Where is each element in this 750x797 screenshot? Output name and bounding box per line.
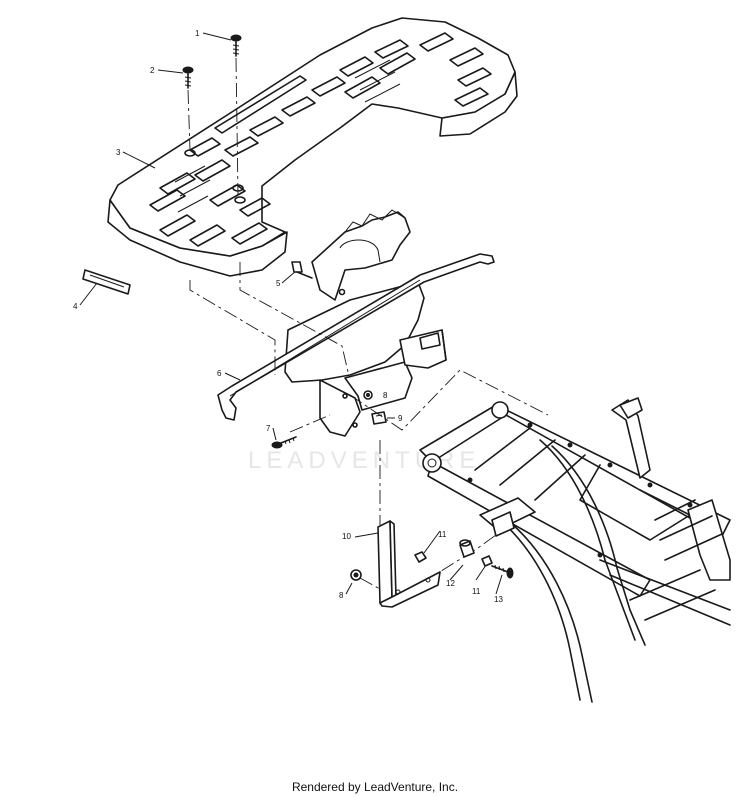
callout-labels: 1 2 3 4 5 6 7 8 9 10 8 11 12 11 13 — [73, 29, 503, 604]
rear-rack[interactable] — [107, 17, 518, 277]
callout-11-right: 11 — [472, 587, 481, 596]
nut-11-left[interactable] — [414, 551, 427, 563]
callout-4: 4 — [73, 302, 78, 311]
footer-credit: Rendered by LeadVenture, Inc. — [291, 780, 459, 794]
callout-6: 6 — [217, 369, 222, 378]
callout-7: 7 — [266, 424, 271, 433]
callout-12: 12 — [446, 579, 455, 588]
screw-13[interactable] — [491, 564, 514, 579]
rear-fender-panel[interactable] — [311, 209, 411, 301]
callout-leaders — [79, 32, 503, 595]
atv-frame[interactable] — [419, 397, 731, 703]
nut-8-upper[interactable] — [363, 390, 373, 400]
callout-11-left: 11 — [438, 530, 447, 539]
rack-support-bracket[interactable] — [284, 281, 447, 437]
screw-2-centerline — [187, 89, 191, 151]
callout-10: 10 — [342, 532, 351, 541]
spacer-12[interactable] — [459, 539, 475, 558]
screw-2[interactable] — [182, 66, 194, 89]
support-bracket-10[interactable] — [377, 520, 441, 608]
callout-5: 5 — [276, 279, 281, 288]
callout-3: 3 — [116, 148, 121, 157]
screw-7[interactable] — [271, 436, 297, 449]
callout-2: 2 — [150, 66, 155, 75]
callout-8-lower: 8 — [339, 591, 344, 600]
callout-1: 1 — [195, 29, 200, 38]
callout-13: 13 — [494, 595, 503, 604]
screw-1[interactable] — [230, 34, 242, 57]
nut-11-right[interactable] — [481, 555, 493, 567]
reflector-plate[interactable] — [82, 269, 131, 295]
callout-8-upper: 8 — [383, 391, 388, 400]
clip-nut-9[interactable] — [371, 411, 387, 425]
callout-9: 9 — [398, 414, 403, 423]
rack-rail[interactable] — [217, 253, 495, 421]
screw-1-centerline — [235, 57, 239, 196]
bolt-5[interactable] — [291, 261, 313, 279]
nut-8-lower[interactable] — [350, 569, 362, 581]
